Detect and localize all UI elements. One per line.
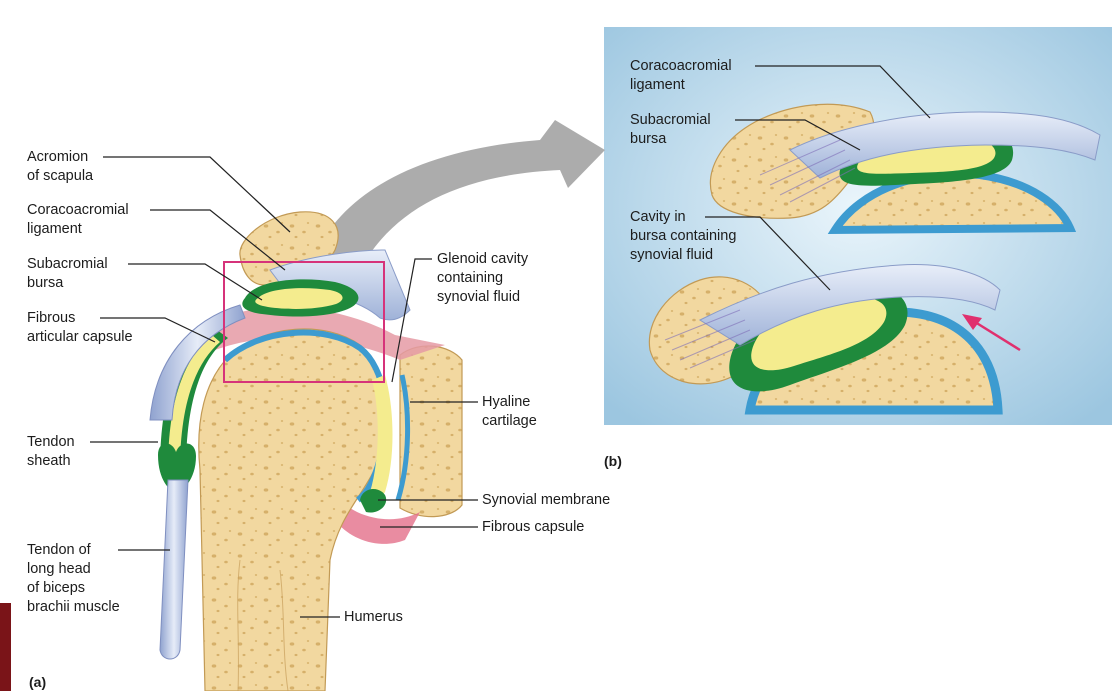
label-hyaline-cartilage: Hyaline cartilage [482, 393, 537, 431]
panel-b-tag: (b) [604, 452, 622, 471]
label-subacromial-a: Subacromial bursa [27, 255, 108, 293]
humerus [199, 329, 386, 691]
label-humerus: Humerus [344, 608, 403, 627]
slide-edge-bar [0, 603, 11, 691]
panel-a-tag: (a) [29, 673, 46, 692]
label-fibrous-capsule: Fibrous capsule [482, 518, 584, 537]
label-fibrous-articular-capsule: Fibrous articular capsule [27, 309, 133, 347]
label-tendon-long-head: Tendon of long head of biceps brachii mu… [27, 541, 120, 617]
panel-a-illustration [90, 157, 478, 691]
label-cavity-in-bursa: Cavity in bursa containing synovial flui… [630, 208, 736, 265]
label-glenoid-cavity: Glenoid cavity containing synovial fluid [437, 250, 528, 307]
label-acromion: Acromion of scapula [27, 148, 93, 186]
biceps-tendon-long-head [160, 480, 188, 659]
label-coracoacromial-b: Coracoacromial ligament [630, 57, 732, 95]
label-coracoacromial-a: Coracoacromial ligament [27, 201, 129, 239]
label-synovial-membrane: Synovial membrane [482, 491, 610, 510]
label-subacromial-b: Subacromial bursa [630, 111, 711, 149]
label-tendon-sheath: Tendon sheath [27, 433, 75, 471]
